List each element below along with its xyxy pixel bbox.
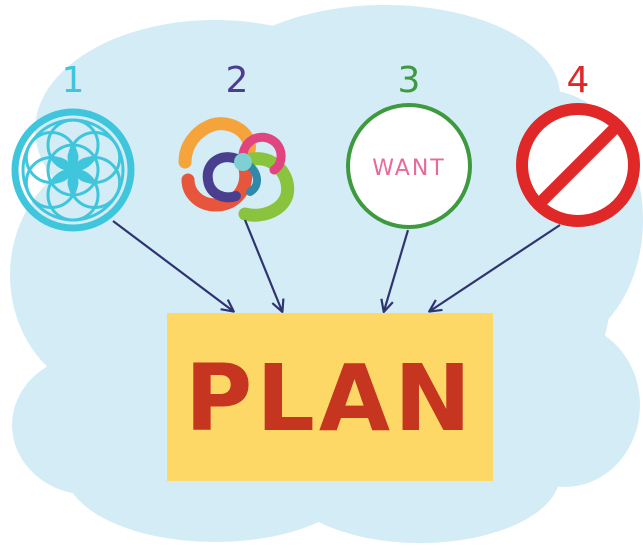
- flower-of-life-icon: [11, 108, 135, 232]
- want-circle-icon: WANT: [346, 103, 472, 229]
- step-number-2: 2: [226, 60, 249, 101]
- arrow-1: [112, 220, 233, 311]
- arrow-2: [243, 219, 282, 311]
- want-text: WANT: [372, 156, 446, 181]
- arrows: [112, 219, 561, 311]
- plan-label: PLAN: [185, 345, 475, 452]
- step-number-3: 3: [398, 60, 421, 101]
- step-number-4: 4: [567, 60, 590, 101]
- arrow-3: [384, 229, 410, 311]
- plan-box: PLAN: [167, 313, 493, 481]
- step-number-1: 1: [62, 60, 85, 101]
- arrow-4: [430, 224, 561, 311]
- swirl-icon: [178, 117, 295, 222]
- prohibition-sign-icon: [516, 103, 640, 227]
